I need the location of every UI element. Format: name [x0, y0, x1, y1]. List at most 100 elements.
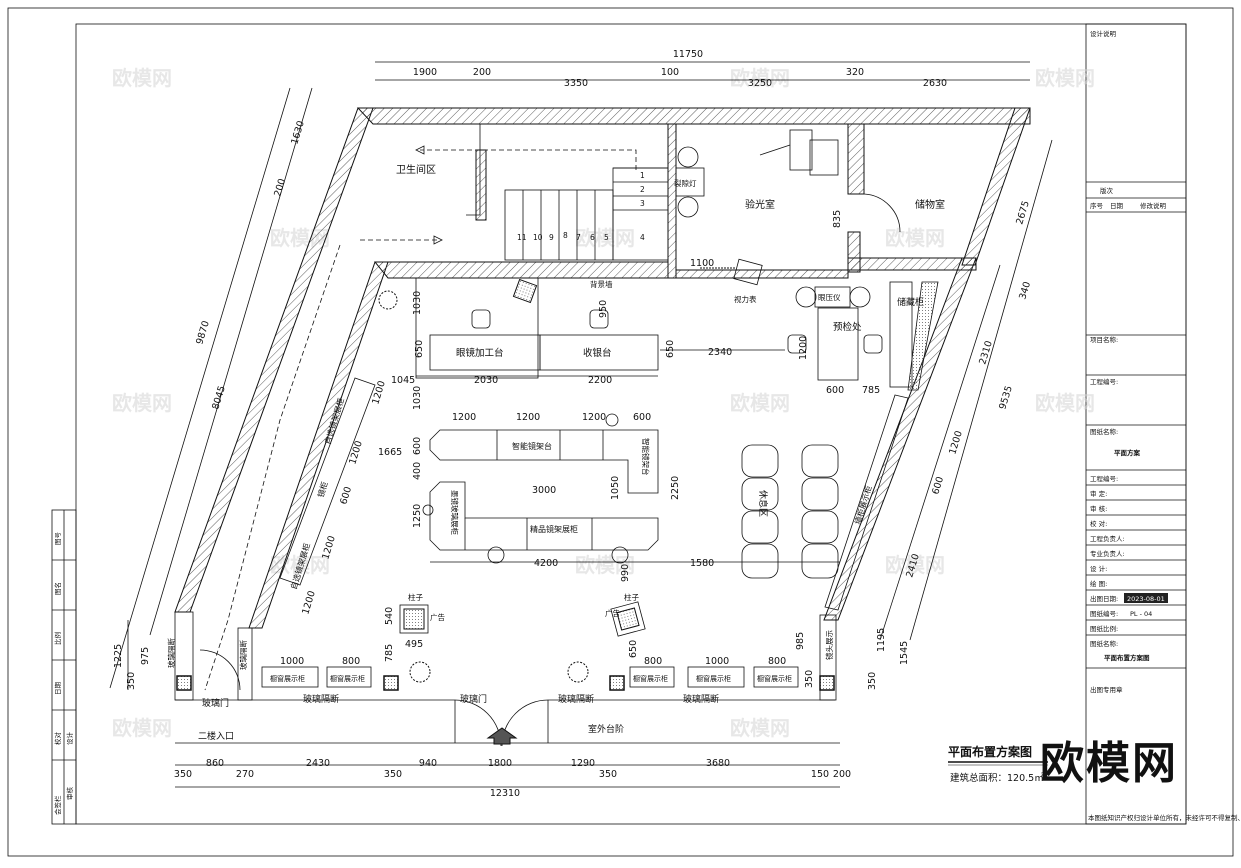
svg-text:1800: 1800 [488, 758, 512, 769]
svg-text:欧模网: 欧模网 [885, 226, 945, 250]
svg-text:1050: 1050 [610, 476, 621, 500]
svg-text:设 计:: 设 计: [1090, 564, 1107, 573]
svg-text:墨镜玻璃展柜: 墨镜玻璃展柜 [450, 490, 460, 535]
svg-text:350: 350 [384, 769, 402, 780]
svg-text:设计: 设计 [65, 732, 74, 746]
svg-text:495: 495 [405, 639, 423, 650]
svg-text:工程编号:: 工程编号: [1090, 474, 1118, 483]
svg-text:600: 600 [633, 412, 651, 423]
window-displays: 橱窗展示柜 橱窗展示柜 橱窗展示柜 橱窗展示柜 橱窗展示柜 1000 800 7… [261, 632, 815, 688]
svg-text:940: 940 [419, 758, 437, 769]
svg-text:1200: 1200 [452, 412, 476, 423]
svg-text:7: 7 [576, 233, 581, 242]
svg-text:650: 650 [414, 340, 425, 358]
svg-text:950: 950 [598, 300, 609, 318]
backdrop-label: 背景墙 [590, 279, 613, 289]
svg-text:1195: 1195 [876, 628, 887, 652]
svg-text:1200: 1200 [582, 412, 606, 423]
svg-text:欧模网: 欧模网 [730, 66, 790, 90]
svg-text:350: 350 [867, 672, 878, 690]
svg-text:600: 600 [412, 437, 423, 455]
svg-text:审核: 审核 [65, 787, 74, 801]
vision-chart-label: 视力表 [734, 294, 757, 304]
svg-text:600: 600 [930, 475, 946, 496]
svg-text:1290: 1290 [571, 758, 595, 769]
svg-text:100: 100 [661, 67, 679, 78]
svg-text:设计说明: 设计说明 [1090, 29, 1117, 38]
brand-logo-text: 欧模网 [1040, 738, 1178, 789]
svg-text:12310: 12310 [490, 788, 520, 799]
svg-text:橱窗展示柜: 橱窗展示柜 [330, 674, 365, 683]
svg-text:990: 990 [620, 564, 631, 582]
svg-text:800: 800 [342, 656, 360, 667]
svg-text:PL - 04: PL - 04 [1130, 610, 1152, 618]
svg-text:1200: 1200 [798, 336, 809, 360]
svg-text:玻璃隔断: 玻璃隔断 [303, 693, 339, 705]
svg-text:540: 540 [384, 607, 395, 625]
svg-text:6: 6 [590, 233, 595, 242]
cashier-label: 收银台 [583, 347, 612, 359]
svg-text:欧模网: 欧模网 [885, 553, 945, 577]
svg-text:860: 860 [206, 758, 224, 769]
svg-text:橱窗展示柜: 橱窗展示柜 [633, 674, 668, 683]
left-dimensions: 1630 200 9870 8045 1225 975 350 [109, 87, 313, 690]
svg-text:本图纸知识产权归设计单位所有，未经许可不得复制、转让或用于其: 本图纸知识产权归设计单位所有，未经许可不得复制、转让或用于其他项目 [1088, 813, 1241, 822]
svg-text:2200: 2200 [588, 375, 612, 386]
svg-text:2675: 2675 [1014, 200, 1032, 226]
svg-text:图纸名称:: 图纸名称: [1090, 639, 1118, 648]
svg-text:智能镜架台: 智能镜架台 [512, 441, 552, 451]
svg-text:审 核:: 审 核: [1090, 504, 1107, 513]
svg-text:350: 350 [804, 670, 815, 688]
slit-lamp-label: 裂隙灯 [674, 178, 697, 188]
svg-text:比例: 比例 [53, 632, 62, 645]
svg-text:广告: 广告 [430, 612, 445, 622]
svg-text:600: 600 [826, 385, 844, 396]
svg-text:欧模网: 欧模网 [1035, 391, 1095, 415]
svg-text:序号: 序号 [1090, 201, 1104, 210]
svg-text:镜柜: 镜柜 [315, 480, 329, 498]
svg-text:2340: 2340 [708, 347, 732, 358]
svg-text:1580: 1580 [690, 558, 714, 569]
right-dimensions: 2675 340 2310 9535 1200 600 2410 1195 15… [867, 139, 1053, 690]
center-cabinets: 智能镜架台 智能镜架台 墨镜玻璃展柜 精品镜架展柜 1200 1200 1200… [412, 412, 840, 582]
svg-text:2310: 2310 [977, 340, 995, 366]
svg-text:2: 2 [640, 185, 645, 194]
pre-check-area: 预检处 储藏柜 1200 600 785 [787, 281, 924, 396]
svg-text:玻璃门: 玻璃门 [460, 693, 487, 705]
svg-text:审 定:: 审 定: [1090, 489, 1107, 498]
title-block: 设计说明 版次 序号 日期 修改说明 项目名称: 工程编号: 图纸名称: 平面方… [1086, 29, 1241, 822]
svg-text:橱窗展示柜: 橱窗展示柜 [270, 674, 305, 683]
plan-title: 平面布置方案图 建筑总面积：120.5㎡ [948, 744, 1048, 784]
svg-text:350: 350 [174, 769, 192, 780]
facade-labels: 玻璃门 玻璃门 玻璃隔断 玻璃隔断 玻璃隔断 二楼入口 室外台阶 玻璃隔断 玻璃… [166, 630, 834, 747]
svg-text:图名: 图名 [53, 582, 62, 595]
svg-text:二楼入口: 二楼入口 [198, 730, 234, 742]
svg-text:1225: 1225 [113, 644, 124, 668]
svg-text:建筑总面积：120.5㎡: 建筑总面积：120.5㎡ [950, 772, 1044, 784]
svg-text:150: 150 [811, 769, 829, 780]
svg-text:9: 9 [549, 233, 554, 242]
svg-text:广告: 广告 [605, 608, 620, 618]
svg-text:镜头展示: 镜头展示 [824, 630, 834, 660]
svg-text:1200: 1200 [370, 380, 388, 406]
svg-text:650: 650 [628, 640, 639, 658]
svg-text:橱窗展示柜: 橱窗展示柜 [696, 674, 731, 683]
svg-text:日期: 日期 [1110, 202, 1124, 210]
svg-text:8045: 8045 [210, 385, 228, 411]
svg-text:玻璃隔断: 玻璃隔断 [238, 640, 248, 670]
svg-text:图纸编号:: 图纸编号: [1090, 609, 1118, 618]
svg-text:800: 800 [768, 656, 786, 667]
svg-text:800: 800 [644, 656, 662, 667]
svg-text:欧模网: 欧模网 [1035, 66, 1095, 90]
svg-text:工程负责人:: 工程负责人: [1090, 534, 1125, 543]
svg-text:5: 5 [604, 233, 609, 242]
drawing-frame [75, 23, 1187, 825]
svg-text:3680: 3680 [706, 758, 730, 769]
waiting-area: 休息区 [741, 444, 839, 579]
svg-text:400: 400 [412, 462, 423, 480]
svg-text:11750: 11750 [673, 49, 703, 60]
svg-text:平面方案: 平面方案 [1114, 448, 1141, 457]
walls [174, 107, 1031, 744]
